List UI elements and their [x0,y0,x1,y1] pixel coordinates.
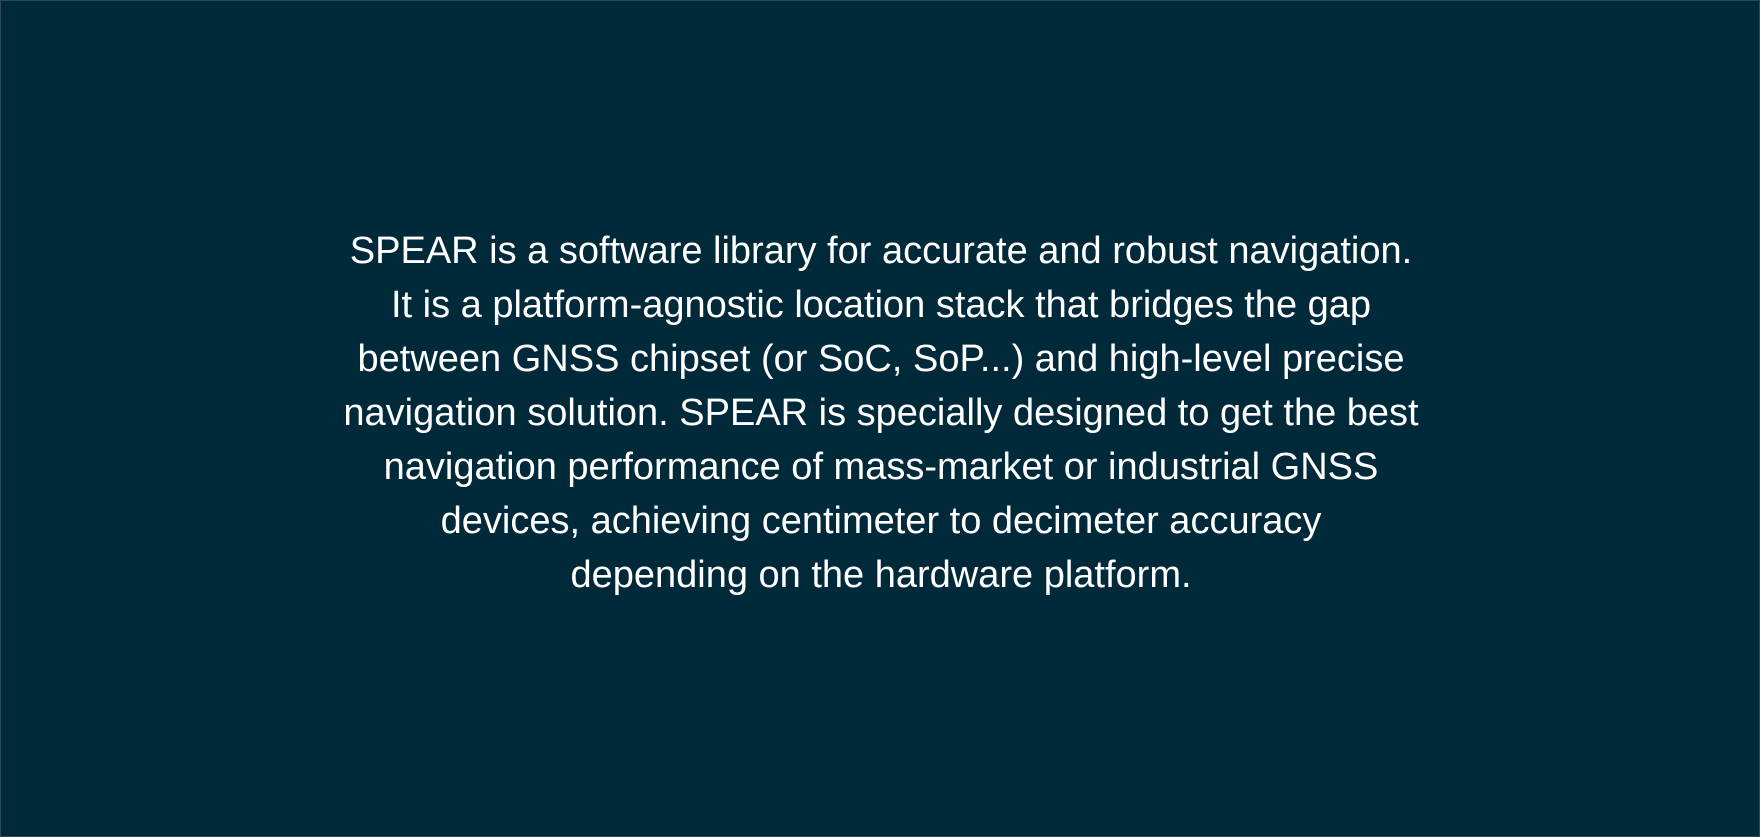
description-line-6: devices, achieving centimeter to decimet… [440,500,1322,542]
description-line-1: SPEAR is a software library for accurate… [349,230,1413,272]
description-line-2: It is a platform-agnostic location stack… [390,284,1372,326]
spear-description: SPEAR is a software library for accurate… [301,224,1461,602]
description-line-5: navigation performance of mass-market or… [383,446,1379,488]
description-line-3: between GNSS chipset (or SoC, SoP...) an… [357,338,1405,380]
description-line-4: navigation solution. SPEAR is specially … [343,392,1419,434]
description-line-7: depending on the hardware platform. [570,554,1192,596]
